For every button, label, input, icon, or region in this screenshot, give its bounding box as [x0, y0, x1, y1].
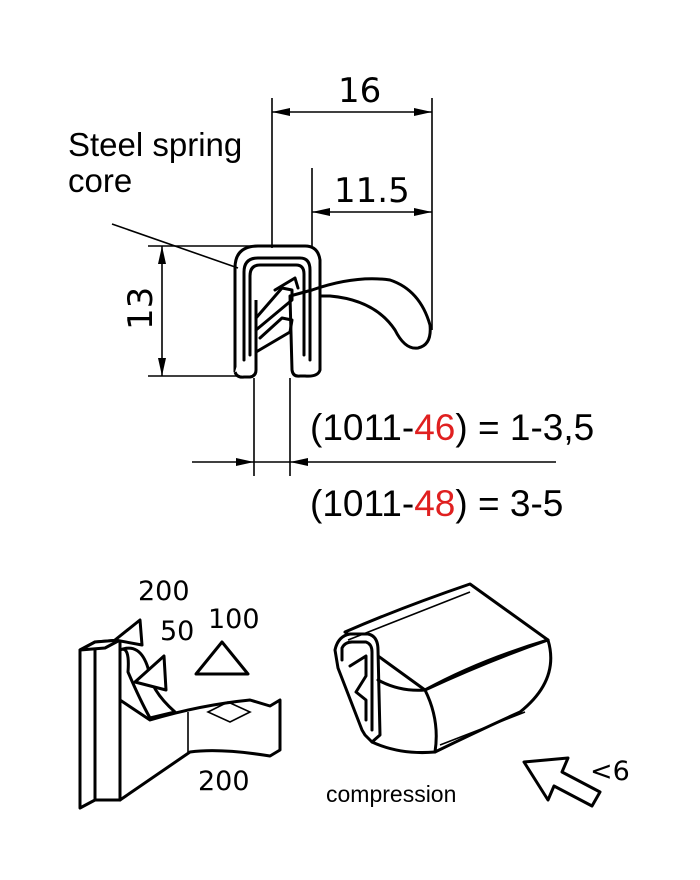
force-50-label: 50: [160, 616, 194, 647]
force-100-label: 100: [208, 604, 260, 635]
trim-body: [118, 698, 282, 802]
compression-label: compression: [326, 781, 456, 807]
grip-fingers: [254, 286, 294, 354]
compression-view: [333, 582, 602, 808]
compression-arrow-icon: [522, 756, 602, 808]
dim-lip-11-5: 11.5: [334, 171, 410, 211]
grip-range-46: (1011-46) = 1-3,5: [310, 407, 594, 448]
profile-section: [111, 98, 556, 476]
steel-core: [242, 256, 312, 362]
steel-core-label-line1: Steel spring: [68, 126, 242, 163]
steel-core-label-line2: core: [68, 162, 132, 199]
dim-width-16: 16: [338, 71, 381, 111]
force-100-arrow: [194, 640, 250, 676]
force-diagram: [78, 618, 282, 810]
force-50-arrow: [133, 654, 168, 692]
dim-height-13: 13: [121, 287, 161, 330]
grip-range-48: (1011-48) = 3-5: [310, 483, 563, 524]
compression-value: <6: [590, 756, 630, 787]
profile-outline: [233, 244, 432, 378]
force-200-top-label: 200: [138, 576, 190, 607]
force-200-top-arrow: [113, 618, 144, 647]
lip-surface: [423, 638, 553, 754]
force-200-bottom-label: 200: [198, 766, 250, 797]
